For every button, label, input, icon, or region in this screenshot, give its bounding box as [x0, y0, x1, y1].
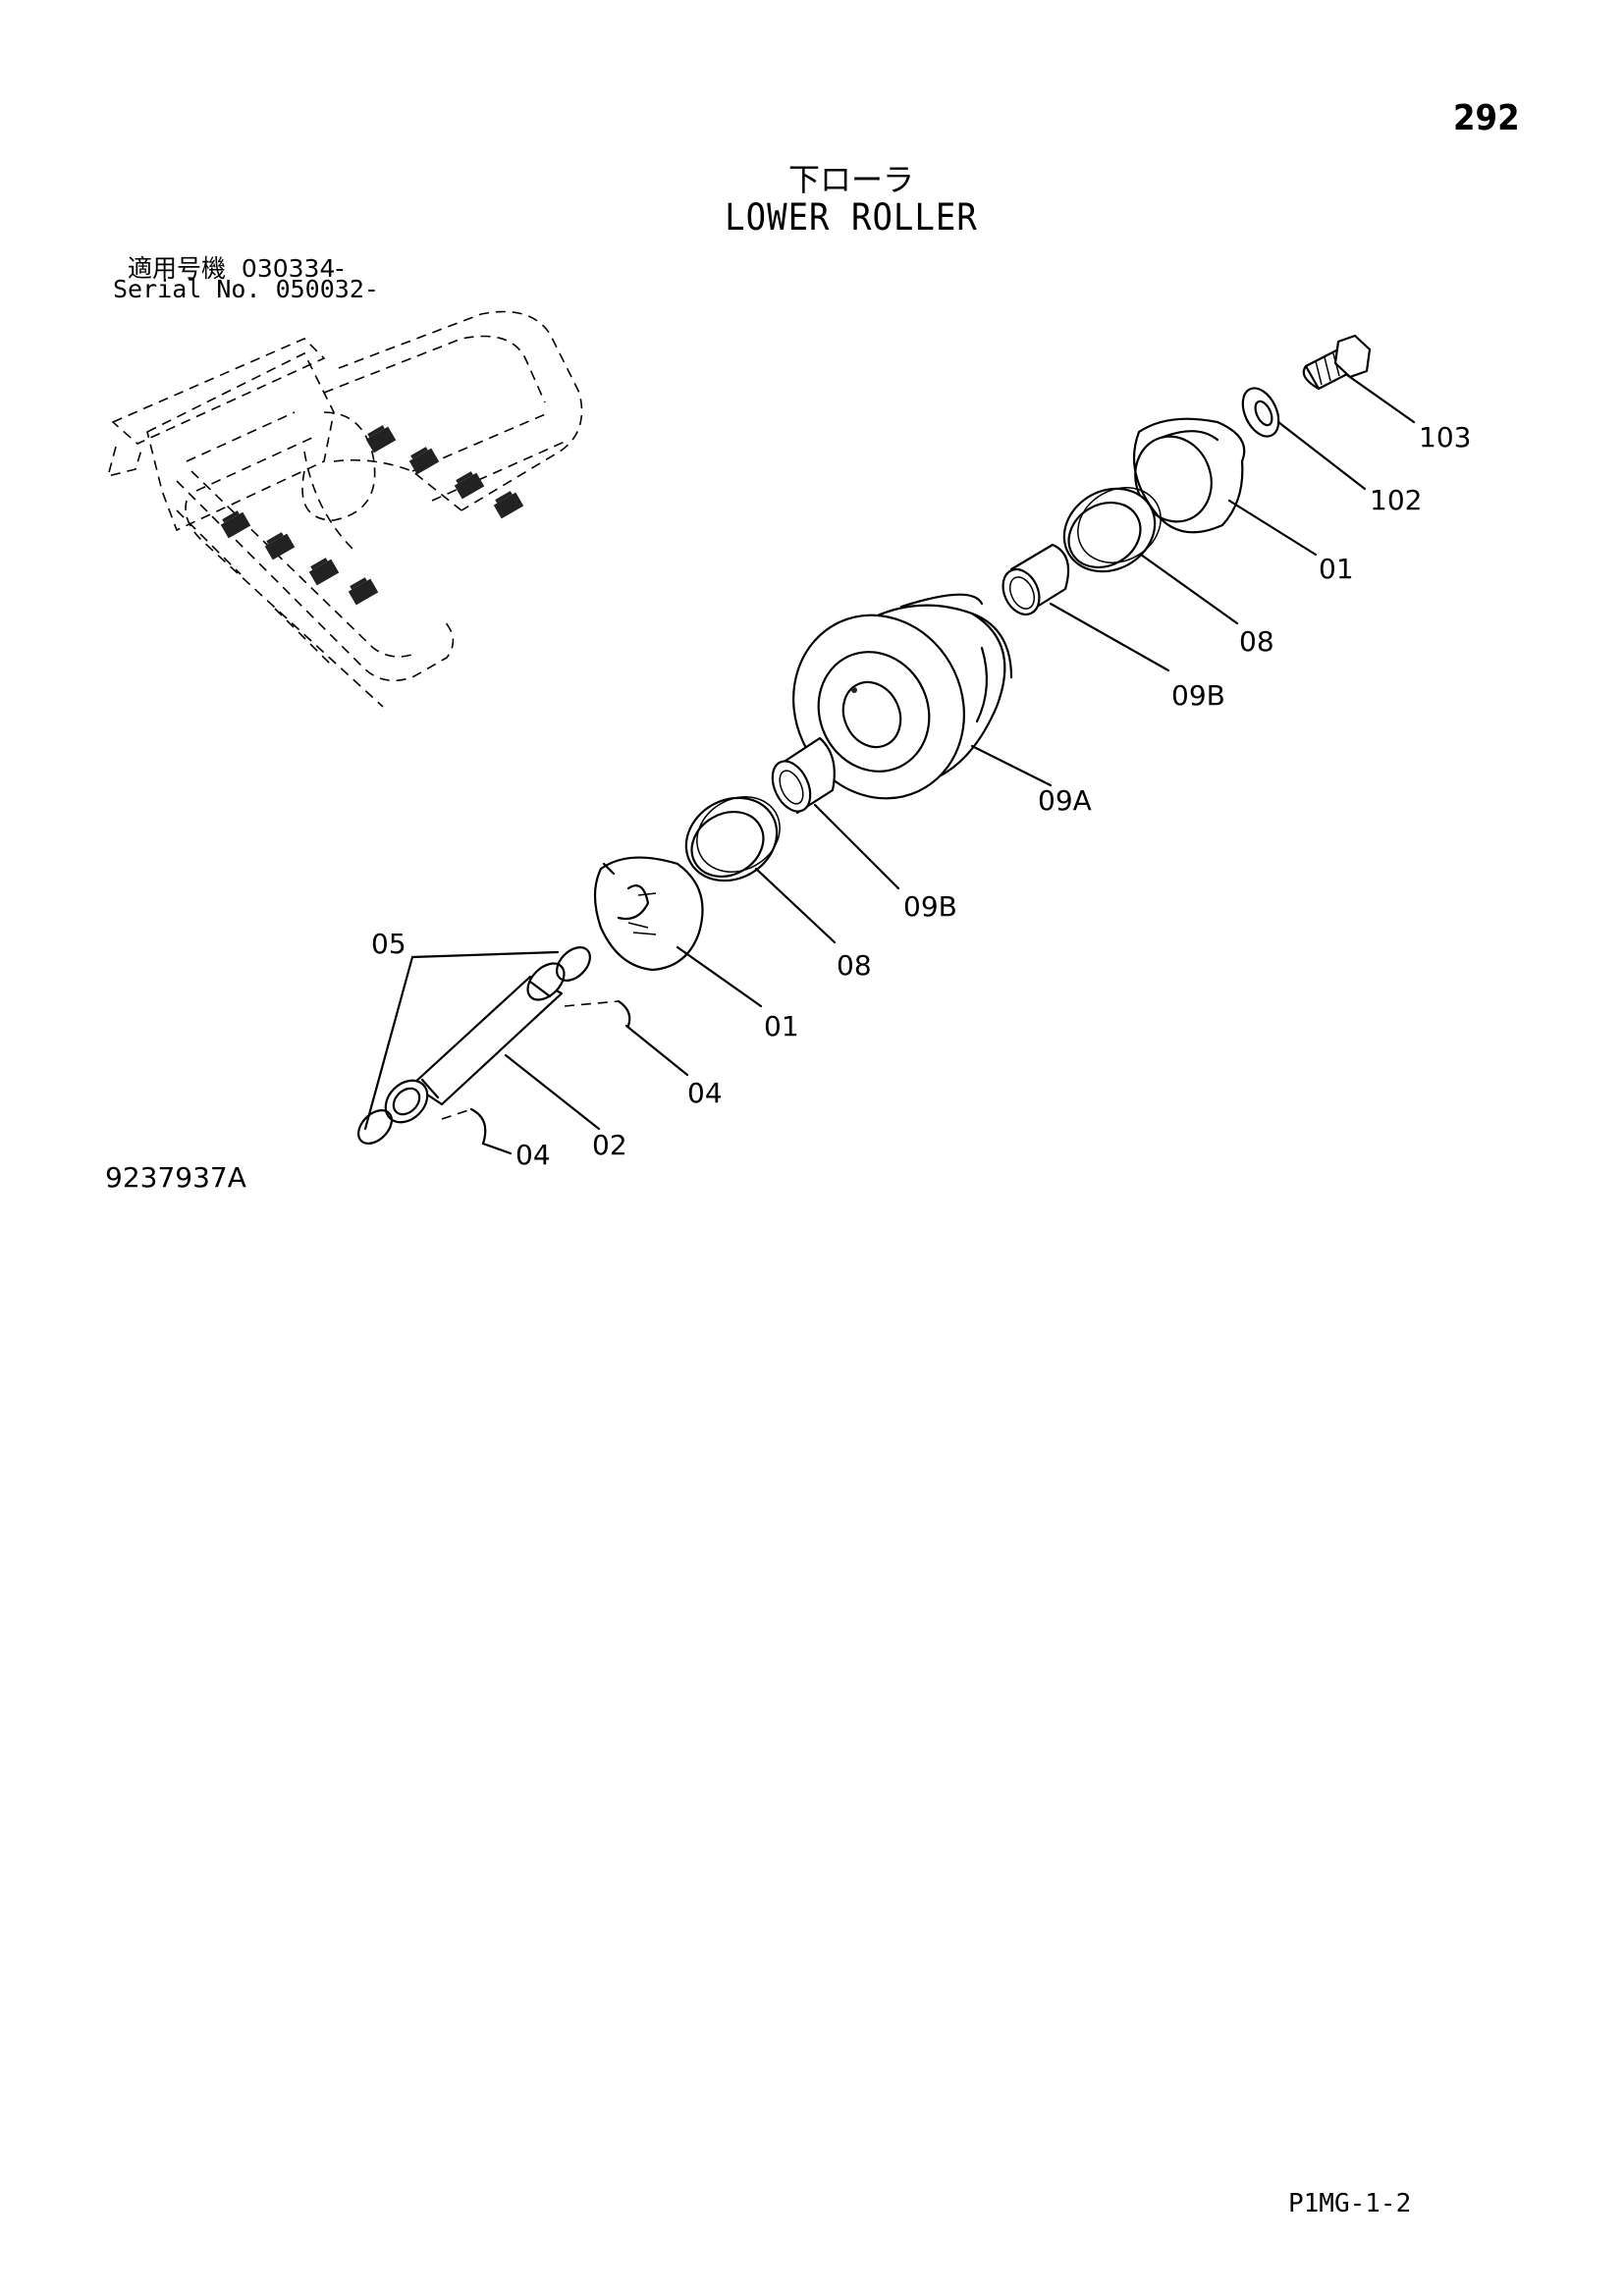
applicable-serial-en: Serial No. 050032-: [113, 275, 379, 303]
callout-09B-upper: 09B: [1171, 679, 1225, 712]
catalog-code: P1MG-1-2: [1288, 2189, 1412, 2218]
serial-value-en: 050032-: [275, 275, 379, 303]
undercarriage-locator-sketch: [106, 310, 583, 708]
callout-08-upper: 08: [1239, 625, 1274, 658]
callout-09A: 09A: [1038, 784, 1092, 817]
part-01-collar-lower: [593, 856, 704, 972]
part-103-bolt: [1302, 334, 1372, 391]
callout-04-upper: 04: [687, 1077, 723, 1109]
part-05-o-ring-upper: [556, 946, 591, 982]
serial-label-en: Serial No.: [113, 275, 261, 303]
diagram-code: 9237937A: [105, 1161, 246, 1194]
part-02-shaft: [384, 962, 566, 1124]
part-04-retainer-upper: [564, 999, 631, 1028]
part-08-seal-lower: [684, 796, 781, 882]
part-05-o-ring-lower: [357, 1109, 393, 1145]
page-title-japanese: 下ローラ: [787, 161, 914, 198]
serial-value-jp: 030334-: [241, 254, 345, 283]
roller-location-markers: [220, 425, 524, 606]
part-09B-bushing-upper: [1001, 543, 1070, 616]
callout-102: 102: [1370, 484, 1423, 516]
callout-05: 05: [371, 928, 406, 960]
part-102-washer: [1241, 387, 1280, 438]
callout-01-upper: 01: [1319, 553, 1354, 585]
callout-01-lower: 01: [764, 1010, 799, 1042]
leader-lines: [363, 373, 1416, 1155]
page-title-english: LOWER ROLLER: [725, 196, 978, 240]
part-08-seal-upper: [1062, 487, 1162, 573]
page-number: 292: [1453, 98, 1520, 138]
part-09A-roller-body: [792, 593, 1013, 800]
applicable-serial-jp: 適用号機 030334-: [128, 249, 344, 285]
part-09B-bushing-lower: [771, 736, 836, 815]
callout-04-lower: 04: [515, 1139, 551, 1171]
callout-02: 02: [592, 1129, 627, 1161]
serial-label-jp: 適用号機: [128, 254, 227, 283]
part-04-retainer-lower: [441, 1107, 487, 1146]
callout-103: 103: [1419, 421, 1472, 454]
callout-09B-lower: 09B: [903, 890, 957, 923]
callout-08-lower: 08: [837, 949, 872, 982]
